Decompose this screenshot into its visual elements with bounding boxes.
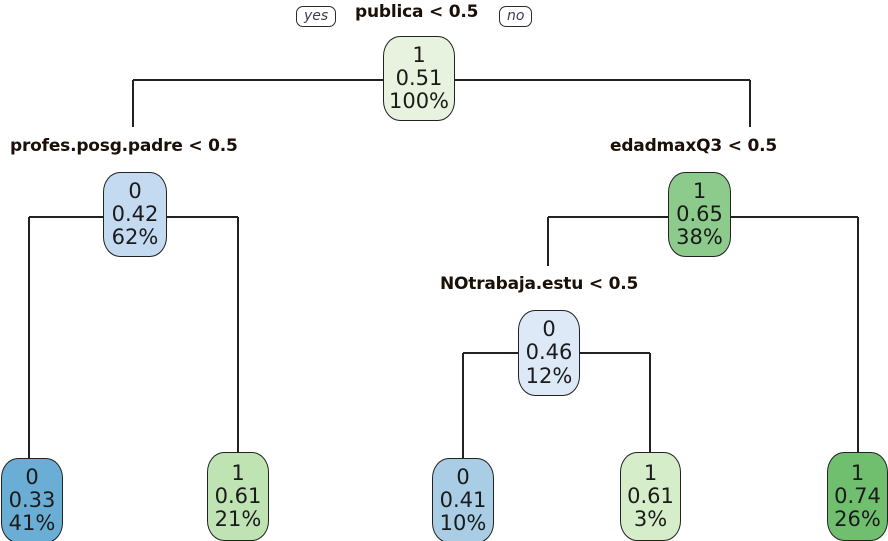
node-percentage: 3% bbox=[633, 507, 668, 532]
node-probability: 0.65 bbox=[676, 201, 723, 226]
tree-leaf-5[interactable]: 1 0.74 26% bbox=[827, 452, 888, 541]
node-class: 1 bbox=[231, 460, 245, 485]
node-percentage: 41% bbox=[8, 511, 56, 536]
split-label-notrabaja-estu: NOtrabaja.estu < 0.5 bbox=[440, 274, 639, 294]
node-class: 1 bbox=[412, 42, 426, 67]
tree-node-edadmaxq3[interactable]: 1 0.65 38% bbox=[668, 172, 731, 257]
node-class: 0 bbox=[542, 317, 556, 342]
node-probability: 0.61 bbox=[214, 483, 262, 508]
node-probability: 0.51 bbox=[395, 65, 443, 90]
node-percentage: 62% bbox=[111, 225, 159, 250]
node-percentage: 12% bbox=[525, 363, 573, 388]
tree-leaf-4[interactable]: 1 0.61 3% bbox=[620, 452, 681, 541]
split-label-profes-posg-padre: profes.posg.padre < 0.5 bbox=[10, 136, 238, 156]
node-probability: 0.33 bbox=[8, 487, 56, 512]
node-percentage: 100% bbox=[388, 89, 450, 114]
branch-badge-no: no bbox=[499, 6, 533, 28]
branch-badge-yes: yes bbox=[296, 6, 337, 28]
node-class: 0 bbox=[456, 464, 470, 489]
node-percentage: 10% bbox=[439, 511, 487, 536]
node-class: 1 bbox=[643, 460, 658, 485]
split-label-edadmaxq3: edadmaxQ3 < 0.5 bbox=[610, 136, 777, 156]
node-class: 1 bbox=[850, 460, 865, 485]
node-class: 0 bbox=[128, 178, 142, 203]
tree-leaf-2[interactable]: 1 0.61 21% bbox=[207, 452, 269, 541]
split-label-root: publica < 0.5 bbox=[355, 2, 479, 22]
tree-leaf-3[interactable]: 0 0.41 10% bbox=[432, 458, 494, 541]
node-probability: 0.41 bbox=[439, 487, 487, 512]
node-probability: 0.74 bbox=[834, 483, 881, 508]
node-percentage: 38% bbox=[676, 225, 723, 250]
node-percentage: 26% bbox=[834, 507, 881, 532]
tree-leaf-1[interactable]: 0 0.33 41% bbox=[1, 458, 63, 541]
node-probability: 0.61 bbox=[627, 483, 674, 508]
node-probability: 0.46 bbox=[525, 340, 573, 365]
node-class: 1 bbox=[692, 178, 707, 203]
tree-node-profes-posg-padre[interactable]: 0 0.42 62% bbox=[103, 172, 167, 257]
node-percentage: 21% bbox=[214, 507, 262, 532]
node-class: 0 bbox=[25, 464, 39, 489]
node-probability: 0.42 bbox=[111, 201, 159, 226]
tree-node-notrabaja-estu[interactable]: 0 0.46 12% bbox=[518, 310, 580, 396]
tree-node-root[interactable]: 1 0.51 100% bbox=[383, 36, 455, 121]
